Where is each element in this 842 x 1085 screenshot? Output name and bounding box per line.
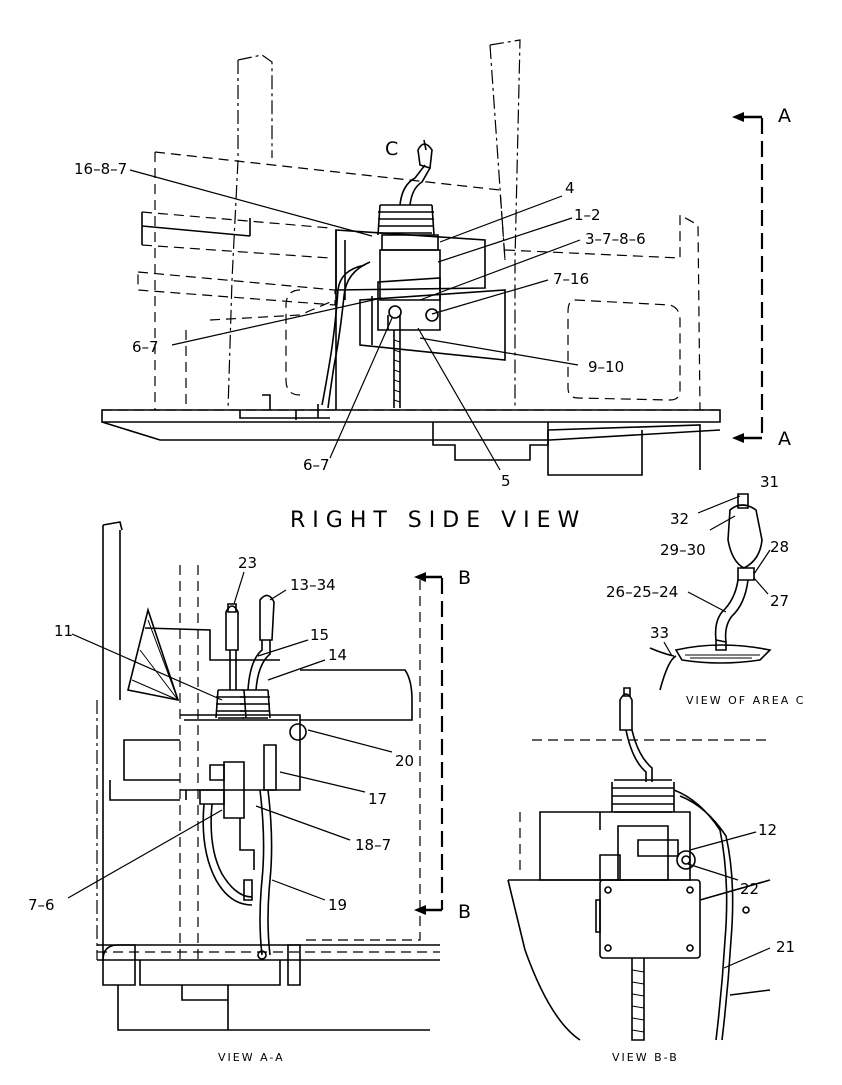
callout-27: 27 <box>770 592 789 610</box>
section-b-top: B <box>458 567 471 589</box>
section-a-top: A <box>778 105 791 127</box>
callout-19: 19 <box>328 896 347 914</box>
callout-6-7-lower: 6–7 <box>303 456 330 474</box>
callout-31: 31 <box>760 473 779 491</box>
view-bb <box>507 687 771 1041</box>
callout-13-34: 13–34 <box>290 576 336 594</box>
section-b-bottom: B <box>458 901 471 923</box>
callout-28: 28 <box>770 538 789 556</box>
right-side-view <box>101 39 764 476</box>
view-area-c-label: VIEW OF AREA C <box>686 694 805 707</box>
callout-7-16: 7–16 <box>553 270 589 288</box>
callout-16-8-7: 16–8–7 <box>74 160 127 178</box>
callout-1-2: 1–2 <box>574 206 601 224</box>
right-side-view-title: RIGHT SIDE VIEW <box>290 508 586 533</box>
callout-15: 15 <box>310 626 329 644</box>
callout-18-7: 18–7 <box>355 836 391 854</box>
callout-3-7-8-6: 3–7–8–6 <box>585 230 646 248</box>
callout-33: 33 <box>650 624 669 642</box>
callout-5: 5 <box>501 472 511 490</box>
callout-22: 22 <box>740 880 759 898</box>
callout-12: 12 <box>758 821 777 839</box>
callout-14: 14 <box>328 646 347 664</box>
right-side-leaders <box>129 169 581 471</box>
callout-7-6: 7–6 <box>28 896 55 914</box>
callout-29-30: 29–30 <box>660 541 706 559</box>
callout-6-7-upper: 6–7 <box>132 338 159 356</box>
callout-11: 11 <box>54 622 73 640</box>
callout-26-25-24: 26–25–24 <box>606 583 678 601</box>
callout-32: 32 <box>670 510 689 528</box>
callout-9-10: 9–10 <box>588 358 624 376</box>
view-bb-label: VIEW B-B <box>612 1051 679 1064</box>
area-c-label: C <box>385 138 398 160</box>
section-a-bottom: A <box>778 428 791 450</box>
callout-23: 23 <box>238 554 257 572</box>
view-aa-label: VIEW A-A <box>218 1051 285 1064</box>
area-c-detail <box>649 493 772 691</box>
callout-21: 21 <box>776 938 795 956</box>
view-aa <box>67 521 444 1031</box>
callout-20: 20 <box>395 752 414 770</box>
callout-4: 4 <box>565 179 575 197</box>
callout-17: 17 <box>368 790 387 808</box>
